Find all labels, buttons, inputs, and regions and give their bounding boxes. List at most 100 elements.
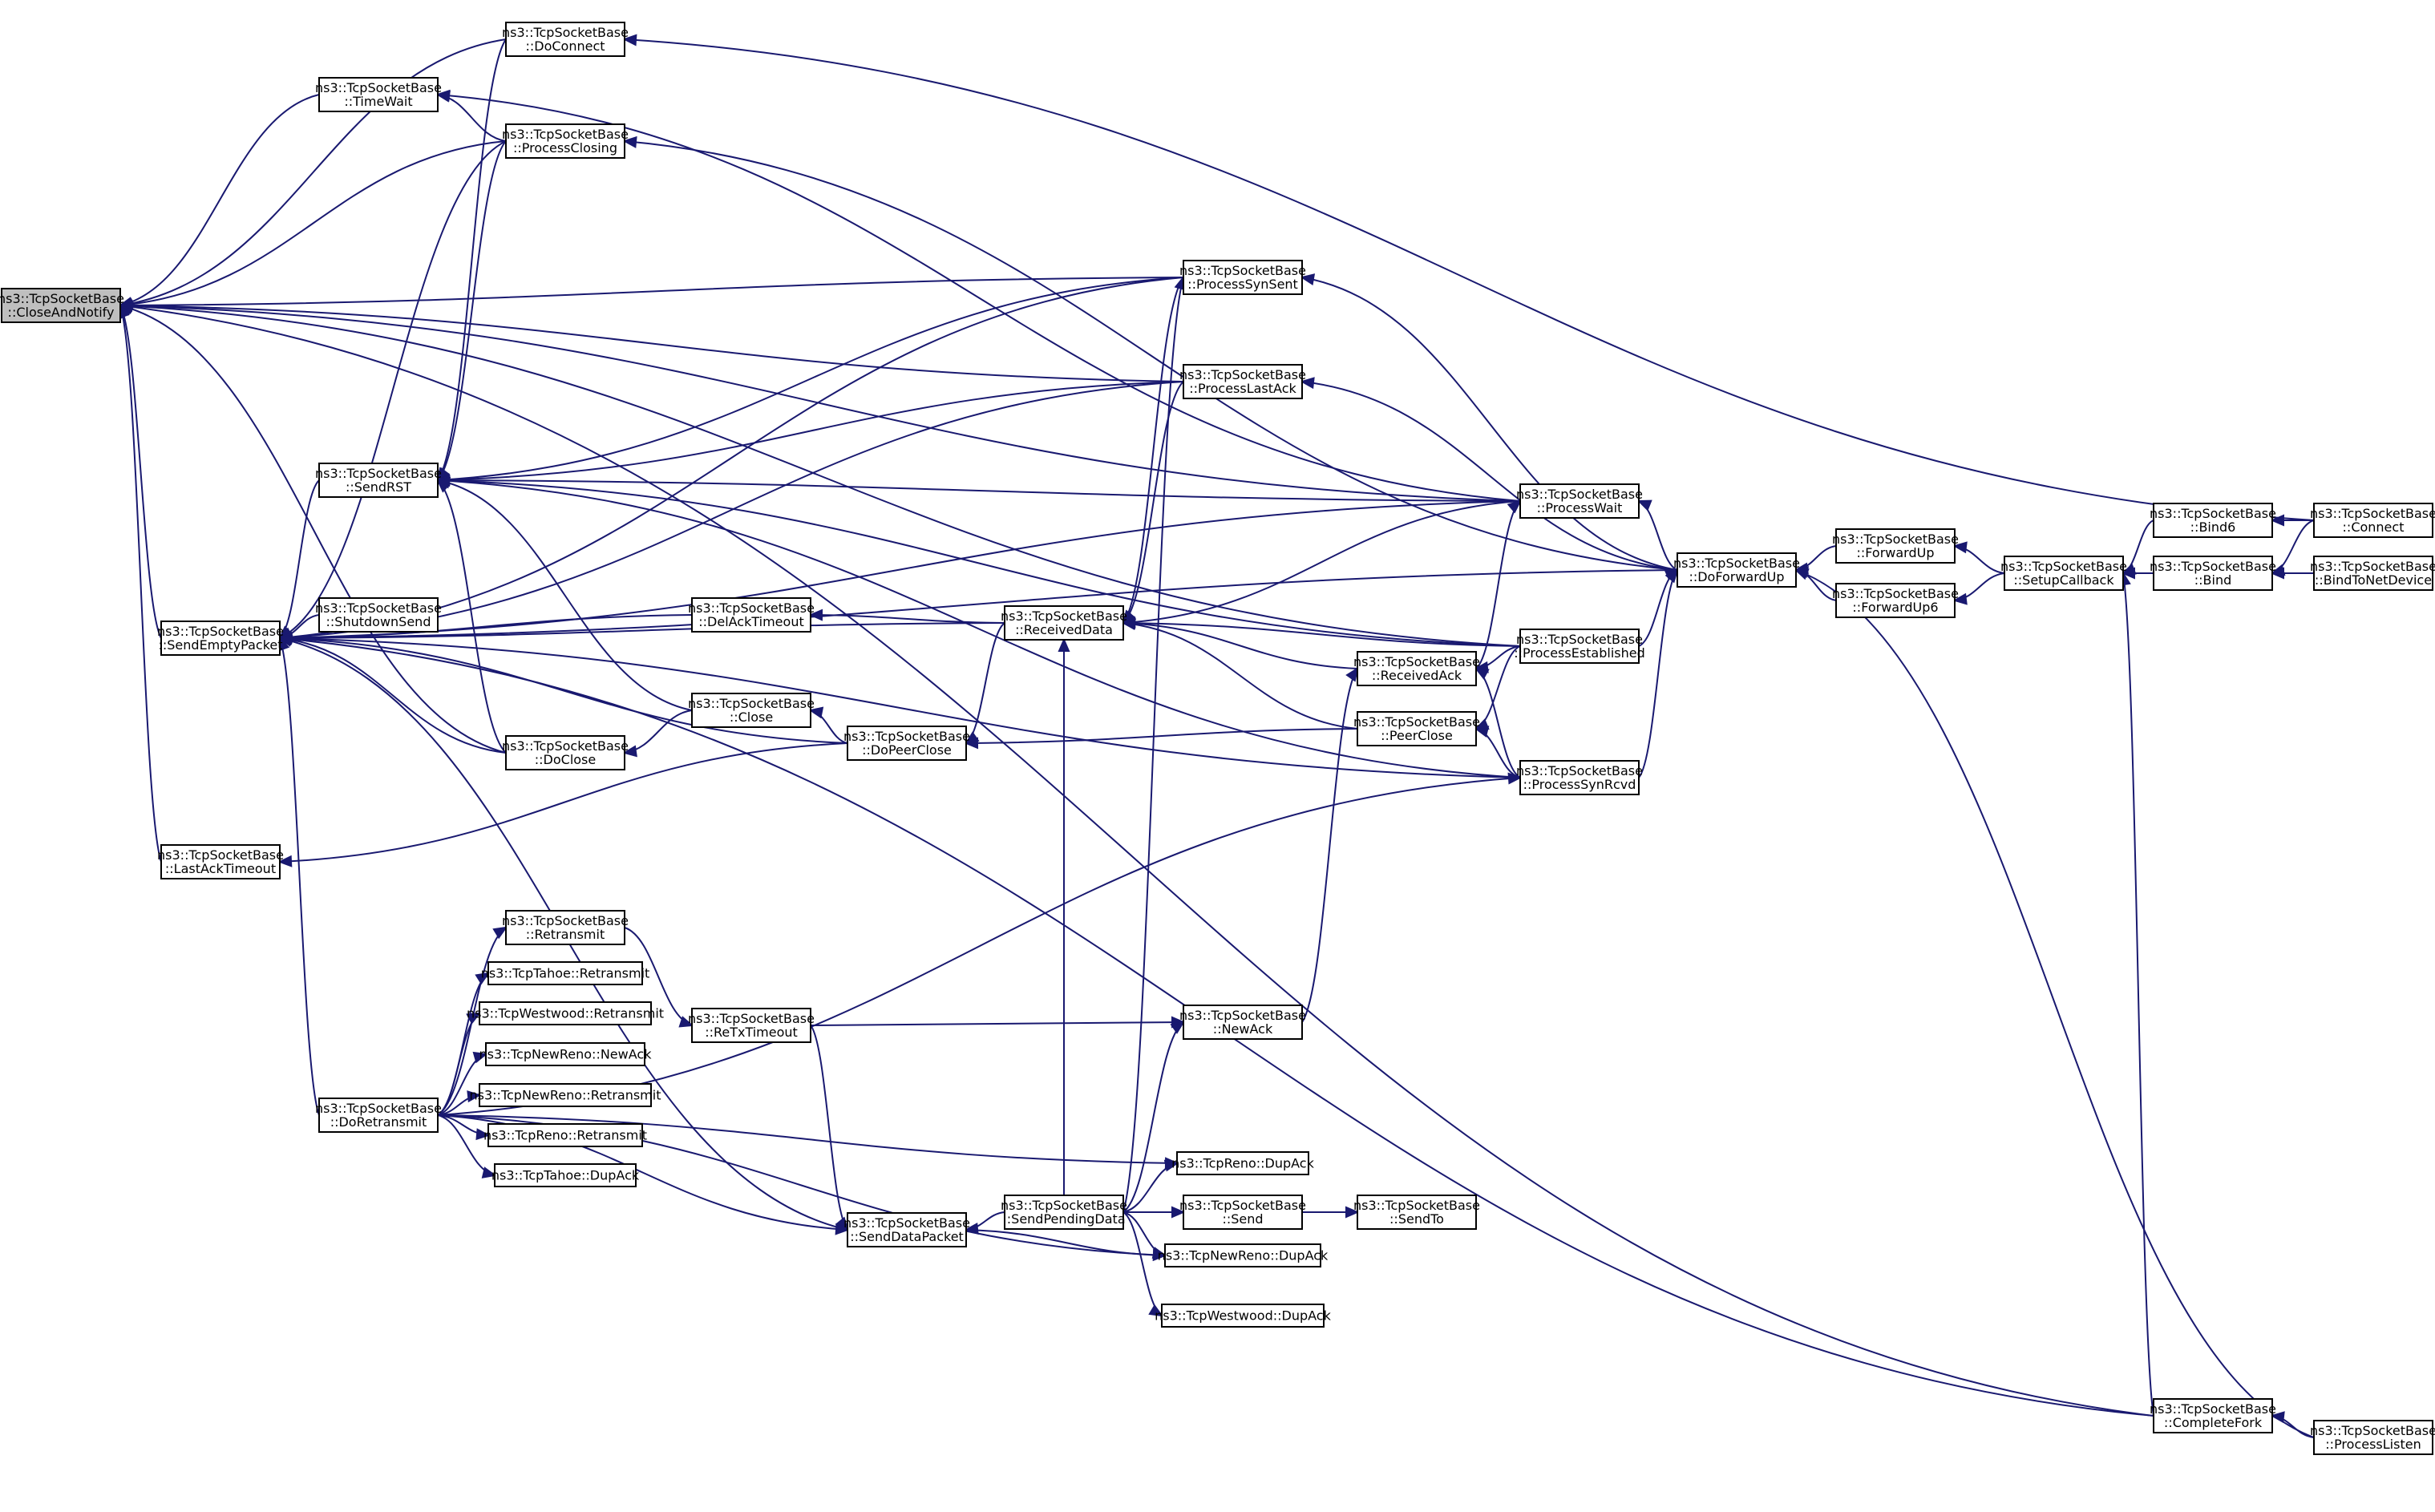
- node-label-line: ::SendPendingData: [1002, 1211, 1125, 1227]
- node-tahoe-dup-ack[interactable]: ns3::TcpTahoe::DupAck: [491, 1163, 640, 1187]
- node-bind[interactable]: ns3::TcpSocketBase::Bind: [2150, 556, 2276, 591]
- node-time-wait[interactable]: ns3::TcpSocketBase::TimeWait: [315, 77, 442, 112]
- node-label-line: ns3::TcpSocketBase: [1179, 1198, 1306, 1213]
- node-received-data[interactable]: ns3::TcpSocketBase::ReceivedData: [1001, 605, 1127, 641]
- edges-layer: [118, 34, 2315, 1438]
- node-label-line: ns3::TcpSocketBase: [2310, 559, 2435, 574]
- node-process-wait[interactable]: ns3::TcpSocketBase::ProcessWait: [1516, 483, 1643, 519]
- node-box: [1357, 651, 1477, 686]
- node-label-line: ::ProcessSynSent: [1187, 277, 1298, 292]
- nodes-layer: ns3::TcpSocketBase::CloseAndNotifyns3::T…: [0, 22, 2435, 1455]
- node-send-to[interactable]: ns3::TcpSocketBase::SendTo: [1353, 1195, 1480, 1230]
- node-do-retransmit[interactable]: ns3::TcpSocketBase::DoRetransmit: [315, 1098, 442, 1133]
- node-send[interactable]: ns3::TcpSocketBase::Send: [1179, 1195, 1306, 1230]
- edge-process-wait-to-time-wait: [437, 94, 1521, 502]
- node-send-rst[interactable]: ns3::TcpSocketBase::SendRST: [315, 463, 442, 498]
- node-box: [2313, 1420, 2433, 1455]
- node-new-reno-dup-ack[interactable]: ns3::TcpNewReno::DupAck: [1158, 1243, 1329, 1267]
- node-shutdown-send[interactable]: ns3::TcpSocketBase::ShutdownSend: [315, 597, 442, 633]
- edge-process-syn-rcvd-to-send-empty-packet: [279, 637, 1521, 778]
- node-bind6[interactable]: ns3::TcpSocketBase::Bind6: [2150, 503, 2276, 538]
- node-box: [1, 288, 121, 323]
- node-complete-fork[interactable]: ns3::TcpSocketBase::CompleteFork: [2150, 1398, 2276, 1433]
- node-label-line: ::SendDataPacket: [850, 1229, 964, 1244]
- node-label-line: ::ForwardUp6: [1852, 600, 1938, 615]
- node-last-ack-timeout[interactable]: ns3::TcpSocketBase::LastAckTimeout: [157, 844, 284, 879]
- node-label-line: ::DoForwardUp: [1689, 569, 1784, 584]
- arrowhead: [1952, 592, 1968, 605]
- node-do-forward-up[interactable]: ns3::TcpSocketBase::DoForwardUp: [1673, 552, 1800, 588]
- node-close[interactable]: ns3::TcpSocketBase::Close: [688, 693, 815, 728]
- node-label-line: ns3::TcpTahoe::Retransmit: [481, 966, 650, 981]
- node-received-ack[interactable]: ns3::TcpSocketBase::ReceivedAck: [1353, 651, 1480, 686]
- node-bind-to-net-device[interactable]: ns3::TcpSocketBase::BindToNetDevice: [2310, 556, 2435, 591]
- node-process-listen[interactable]: ns3::TcpSocketBase::ProcessListen: [2310, 1420, 2435, 1455]
- node-label-line: ns3::TcpSocketBase: [2000, 559, 2127, 574]
- node-process-syn-sent[interactable]: ns3::TcpSocketBase::ProcessSynSent: [1179, 260, 1306, 295]
- edge-process-syn-sent-to-send-rst: [437, 277, 1184, 481]
- node-reno-dup-ack[interactable]: ns3::TcpReno::DupAck: [1171, 1151, 1315, 1175]
- node-process-last-ack[interactable]: ns3::TcpSocketBase::ProcessLastAck: [1179, 364, 1306, 399]
- edge-do-close-to-send-rst: [437, 479, 507, 754]
- node-label-line: ::ProcessEstablished: [1514, 645, 1645, 661]
- node-box: [1519, 483, 1640, 519]
- arrowhead: [808, 706, 824, 719]
- node-forward-up[interactable]: ns3::TcpSocketBase::ForwardUp: [1832, 528, 1959, 564]
- edge-do-close-to-close-and-notify: [119, 305, 507, 754]
- node-send-empty-packet[interactable]: ns3::TcpSocketBase::SendEmptyPacket: [157, 621, 284, 656]
- node-setup-callback[interactable]: ns3::TcpSocketBase::SetupCallback: [2000, 556, 2127, 591]
- node-forward-up6[interactable]: ns3::TcpSocketBase::ForwardUp6: [1832, 583, 1959, 618]
- node-label-line: ::ProcessWait: [1537, 500, 1623, 515]
- arrowhead: [1474, 667, 1490, 680]
- node-box: [691, 1008, 811, 1043]
- arrowhead: [1163, 1159, 1179, 1172]
- node-box: [479, 1083, 652, 1107]
- edge-do-forward-up-to-process-syn-sent: [1301, 277, 1678, 571]
- arrowhead: [964, 731, 980, 745]
- node-label-line: ns3::TcpTahoe::DupAck: [491, 1168, 640, 1183]
- node-box: [1161, 1304, 1325, 1328]
- node-reno-retransmit[interactable]: ns3::TcpReno::Retransmit: [483, 1123, 647, 1147]
- node-box: [1357, 711, 1477, 746]
- node-peer-close[interactable]: ns3::TcpSocketBase::PeerClose: [1353, 711, 1480, 746]
- node-tahoe-retransmit[interactable]: ns3::TcpTahoe::Retransmit: [481, 961, 650, 985]
- edge-do-peer-close-to-close: [810, 710, 848, 744]
- node-box: [1183, 260, 1303, 295]
- node-send-data-packet[interactable]: ns3::TcpSocketBase::SendDataPacket: [843, 1212, 970, 1247]
- edge-process-last-ack-to-close-and-notify: [119, 305, 1184, 382]
- edge-received-ack-to-process-wait: [1475, 500, 1521, 669]
- node-box: [691, 693, 811, 728]
- node-label-line: ::SetupCallback: [2013, 572, 2114, 588]
- node-new-reno-new-ack[interactable]: ns3::TcpNewReno::NewAck: [479, 1042, 653, 1066]
- edge-process-syn-sent-to-close-and-notify: [119, 277, 1184, 306]
- node-process-syn-rcvd[interactable]: ns3::TcpSocketBase::ProcessSynRcvd: [1516, 760, 1643, 795]
- node-del-ack-timeout[interactable]: ns3::TcpSocketBase::DelAckTimeout: [688, 597, 815, 633]
- node-new-ack[interactable]: ns3::TcpSocketBase::NewAck: [1179, 1005, 1306, 1040]
- arrowhead: [1636, 499, 1652, 511]
- node-do-connect[interactable]: ns3::TcpSocketBase::DoConnect: [502, 22, 629, 57]
- node-do-close[interactable]: ns3::TcpSocketBase::DoClose: [502, 735, 629, 770]
- arrowhead: [2270, 514, 2284, 527]
- node-box: [1004, 605, 1124, 641]
- node-box: [1519, 760, 1640, 795]
- node-process-closing[interactable]: ns3::TcpSocketBase::ProcessClosing: [502, 123, 629, 159]
- arrowhead: [622, 135, 637, 148]
- node-retransmit[interactable]: ns3::TcpSocketBase::Retransmit: [502, 910, 629, 945]
- node-connect[interactable]: ns3::TcpSocketBase::Connect: [2310, 503, 2435, 538]
- node-new-reno-retransmit[interactable]: ns3::TcpNewReno::Retransmit: [470, 1083, 661, 1107]
- node-westwood-retransmit[interactable]: ns3::TcpWestwood::Retransmit: [467, 1001, 664, 1025]
- node-label-line: ::ReceivedAck: [1372, 668, 1462, 683]
- node-label-line: ::NewAck: [1213, 1021, 1273, 1037]
- node-label-line: ::DoConnect: [525, 38, 605, 54]
- node-send-pending-data[interactable]: ns3::TcpSocketBase::SendPendingData: [1001, 1195, 1127, 1230]
- arrowhead: [1058, 637, 1070, 652]
- node-label-line: ns3::TcpSocketBase: [1832, 586, 1959, 601]
- node-box: [1835, 528, 1956, 564]
- node-do-peer-close[interactable]: ns3::TcpSocketBase::DoPeerClose: [843, 726, 970, 761]
- node-re-tx-timeout[interactable]: ns3::TcpSocketBase::ReTxTimeout: [688, 1008, 815, 1043]
- node-westwood-dup-ack[interactable]: ns3::TcpWestwood::DupAck: [1155, 1304, 1332, 1328]
- node-process-established[interactable]: ns3::TcpSocketBase::ProcessEstablished: [1514, 629, 1645, 664]
- node-label-line: ns3::TcpSocketBase: [1179, 263, 1306, 278]
- node-label-line: ::DoPeerClose: [862, 742, 952, 758]
- node-close-and-notify[interactable]: ns3::TcpSocketBase::CloseAndNotify: [0, 288, 124, 323]
